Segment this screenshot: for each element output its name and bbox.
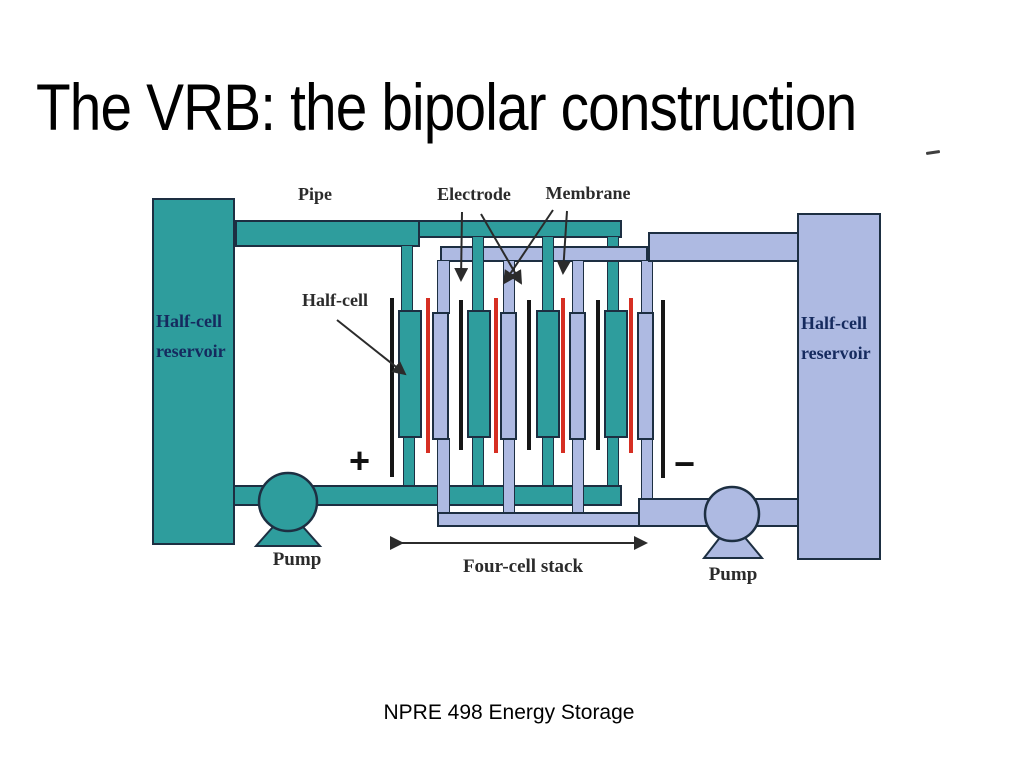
- slide-footer: NPRE 498 Energy Storage: [383, 701, 635, 724]
- membrane-line: [494, 298, 498, 453]
- left-pump-label: Pump: [272, 549, 322, 570]
- bottom-pipe-teal: [193, 485, 622, 506]
- left-reservoir-label-line2: reservoir: [156, 341, 226, 361]
- top-manifold-teal: [418, 220, 622, 238]
- right-reservoir-label-line2: reservoir: [801, 343, 871, 363]
- right-reservoir-label-line1: Half-cell: [801, 313, 867, 333]
- membrane-line: [426, 298, 430, 453]
- top-pipe-teal: [235, 220, 420, 247]
- teal-half-cell: [536, 310, 560, 438]
- bottom-tube-teal: [607, 436, 619, 488]
- top-tube-lavender: [641, 260, 653, 314]
- bipolar-electrode-line: [459, 300, 463, 450]
- end-electrode-line: [661, 300, 665, 478]
- bottom-tube-lavender: [572, 438, 584, 515]
- top-pipe-lavender: [648, 232, 799, 262]
- lavender-half-cell: [500, 312, 517, 440]
- left-pump-base: [253, 508, 323, 547]
- top-tube-teal: [472, 236, 484, 312]
- bipolar-electrode-line: [596, 300, 600, 450]
- top-tube-lavender: [503, 260, 515, 314]
- half-cell-label: Half-cell: [302, 290, 368, 310]
- top-tube-lavender: [572, 260, 584, 314]
- electrode-label: Electrode: [437, 184, 511, 204]
- membrane-line: [629, 298, 633, 453]
- membrane-label: Membrane: [545, 183, 631, 203]
- end-electrode-line: [390, 298, 394, 477]
- teal-half-cell: [398, 310, 422, 438]
- teal-half-cell: [604, 310, 628, 438]
- right-half-cell-reservoir: [797, 213, 881, 560]
- bottom-pipe-lavender: [638, 498, 799, 527]
- negative-terminal-sign: −: [674, 443, 696, 484]
- top-tube-teal: [542, 236, 554, 312]
- positive-terminal-sign: +: [349, 440, 371, 481]
- lavender-half-cell: [637, 312, 654, 440]
- bottom-manifold-lavender: [437, 512, 647, 527]
- right-pump-label: Pump: [708, 564, 758, 585]
- top-tube-teal: [401, 245, 413, 312]
- bottom-tube-lavender: [437, 438, 450, 515]
- pipe-label: Pipe: [298, 184, 332, 204]
- four-cell-stack-label: Four-cell stack: [462, 556, 584, 577]
- right-pump-base: [701, 520, 765, 559]
- teal-half-cell: [467, 310, 491, 438]
- lavender-half-cell: [569, 312, 586, 440]
- left-half-cell-reservoir: [152, 198, 235, 545]
- membrane-line: [561, 298, 565, 453]
- lavender-half-cell: [432, 312, 449, 440]
- bottom-tube-lavender: [503, 438, 515, 515]
- bipolar-electrode-line: [527, 300, 531, 450]
- slide-title: The VRB: the bipolar construction: [36, 70, 857, 145]
- left-reservoir-label-line1: Half-cell: [156, 311, 222, 331]
- bottom-tube-teal: [542, 436, 554, 488]
- bottom-tube-teal: [472, 436, 484, 488]
- left-pump: [253, 471, 323, 547]
- half-cell-arrow: [336, 319, 407, 376]
- scan-artifact-mark: [925, 150, 941, 155]
- bottom-tube-teal: [403, 436, 415, 488]
- top-tube-lavender: [437, 260, 450, 314]
- left-reservoir-label: Half-cell reservoir: [156, 306, 234, 366]
- right-reservoir-label: Half-cell reservoir: [801, 308, 879, 368]
